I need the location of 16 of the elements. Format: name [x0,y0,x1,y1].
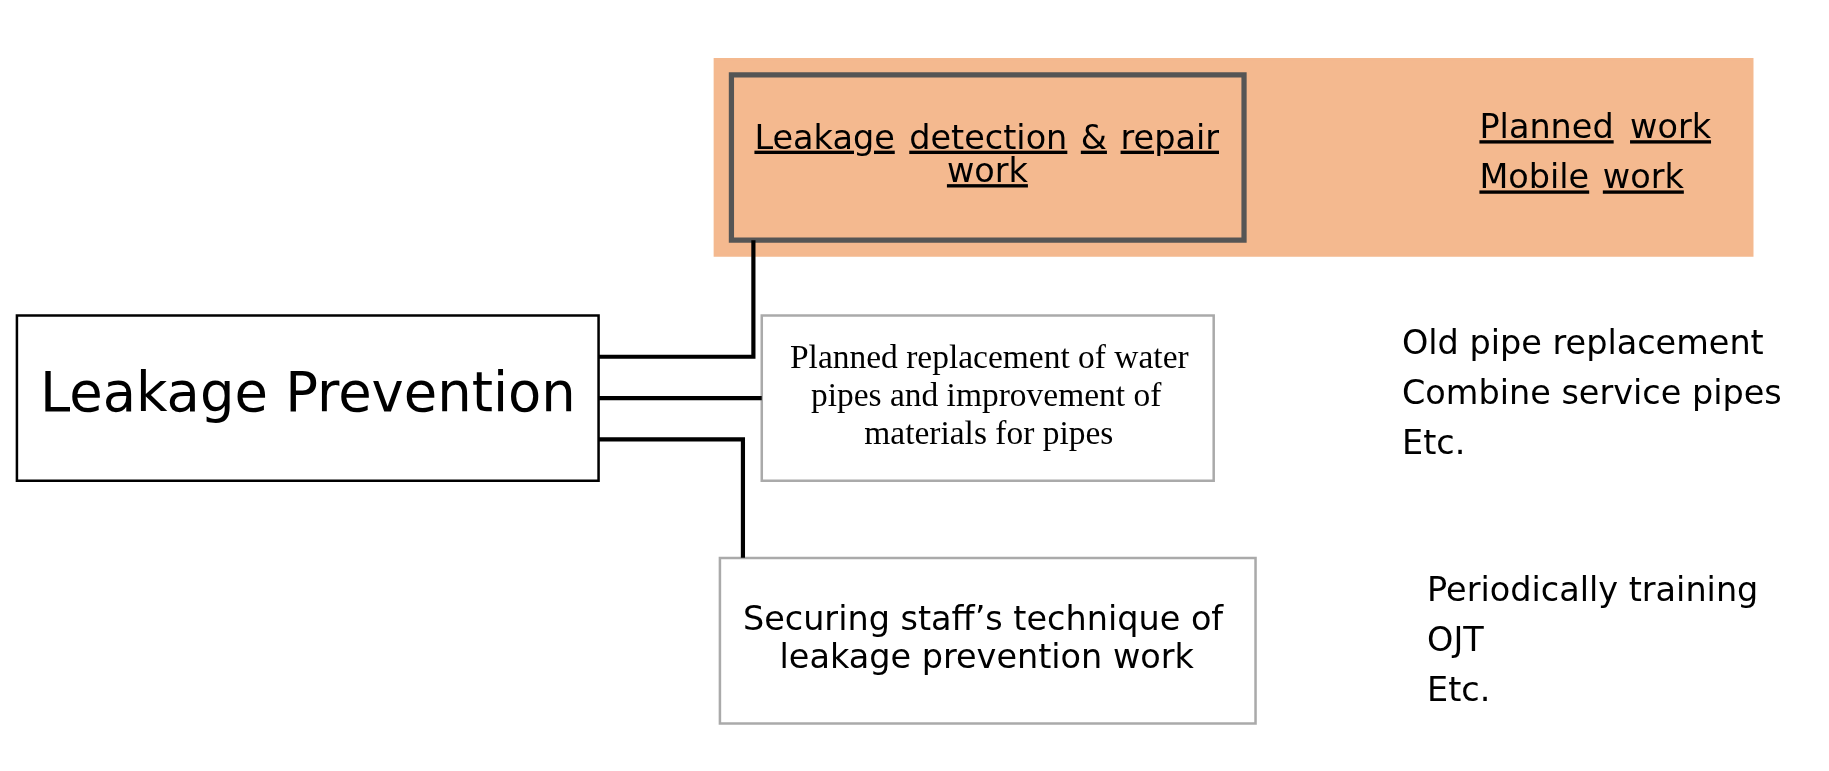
node-label: OJT [1427,619,1484,659]
node-label: Mobile work [1479,157,1684,197]
node-box: Planned replacement of water pipes and improvement of materials for pipes [760,314,1215,482]
connector [599,395,762,401]
node-label: Etc. [1427,670,1491,710]
node-label: Planned work [1479,107,1712,147]
cluster [713,58,1754,257]
node-label: Combine service pipes [1402,372,1782,412]
node-box: Leakage Prevention [15,314,600,482]
connector [598,437,745,558]
connector [598,240,756,359]
node-label: Periodically training [1427,569,1759,609]
node-label: Old pipe replacement [1402,322,1764,362]
node-box: Leakage detection & repair work [728,72,1247,243]
node-box: Securing staff’s technique of leakage prevention work [718,556,1257,725]
node-label: Etc. [1402,423,1466,463]
